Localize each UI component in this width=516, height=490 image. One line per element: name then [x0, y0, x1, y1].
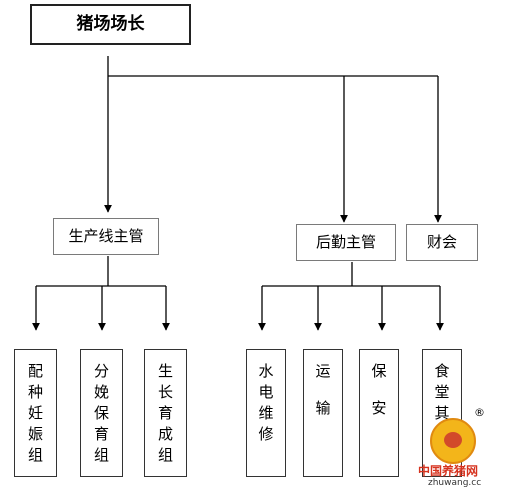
- vertical-char: 种: [27, 383, 43, 401]
- group-label-breeding: 配种妊娠组: [28, 364, 43, 469]
- group-label-transport: 运输: [315, 364, 330, 438]
- group-node-breeding: 配种妊娠组: [14, 349, 57, 477]
- group-node-growing: 生长育成组: [144, 349, 187, 477]
- group-label-farrowing: 分娩保育组: [94, 364, 109, 469]
- group-node-security: 保安: [359, 349, 399, 477]
- vertical-char: 配: [27, 362, 43, 380]
- vertical-char: 运: [315, 362, 331, 380]
- vertical-char: 成: [157, 425, 173, 443]
- group-node-transport: 运输: [303, 349, 343, 477]
- vertical-char: 安: [371, 399, 387, 417]
- group-label-canteen: 食堂其: [434, 364, 449, 427]
- vertical-char: 堂: [434, 383, 450, 401]
- pig-logo-icon: [430, 418, 476, 464]
- vertical-char: 娩: [93, 383, 109, 401]
- vertical-char: 食: [434, 362, 450, 380]
- vertical-char: 电: [258, 383, 274, 401]
- vertical-char: 生: [157, 362, 173, 380]
- vertical-char: 组: [93, 446, 109, 464]
- vertical-char: 其: [434, 404, 450, 422]
- vertical-char: 输: [315, 399, 331, 417]
- manager-label-logistics: 后勤主管: [315, 233, 376, 251]
- vertical-char: 育: [157, 404, 173, 422]
- watermark-site: zhuwang.cc: [428, 478, 482, 488]
- vertical-char: 娠: [27, 425, 43, 443]
- group-node-maintenance: 水电维修: [246, 349, 286, 477]
- group-node-farrowing: 分娩保育组: [80, 349, 123, 477]
- group-label-security: 保安: [371, 364, 386, 438]
- vertical-char: 保: [93, 404, 109, 422]
- watermark-logo: ® 中国养猪网 zhuwang.cc: [392, 406, 516, 490]
- manager-node-logistics: 后勤主管: [296, 224, 396, 261]
- vertical-char: 育: [93, 425, 109, 443]
- vertical-char: 保: [371, 362, 387, 380]
- manager-label-production: 生产线主管: [68, 227, 144, 245]
- manager-node-production: 生产线主管: [53, 218, 159, 255]
- vertical-char: 组: [27, 446, 43, 464]
- vertical-char: 水: [258, 362, 274, 380]
- vertical-char: 修: [258, 425, 274, 443]
- manager-label-finance: 财会: [426, 233, 457, 251]
- registered-mark: ®: [474, 406, 485, 419]
- vertical-char: 分: [93, 362, 109, 380]
- manager-node-finance: 财会: [406, 224, 478, 261]
- watermark-name: 中国养猪网: [418, 464, 479, 478]
- root-label: 猪场场长: [76, 14, 145, 34]
- vertical-char: 组: [157, 446, 173, 464]
- group-label-growing: 生长育成组: [158, 364, 173, 469]
- vertical-char: 维: [258, 404, 274, 422]
- root-node: 猪场场长: [30, 4, 191, 45]
- vertical-char: 妊: [27, 404, 43, 422]
- group-label-maintenance: 水电维修: [258, 364, 273, 448]
- vertical-char: 长: [157, 383, 173, 401]
